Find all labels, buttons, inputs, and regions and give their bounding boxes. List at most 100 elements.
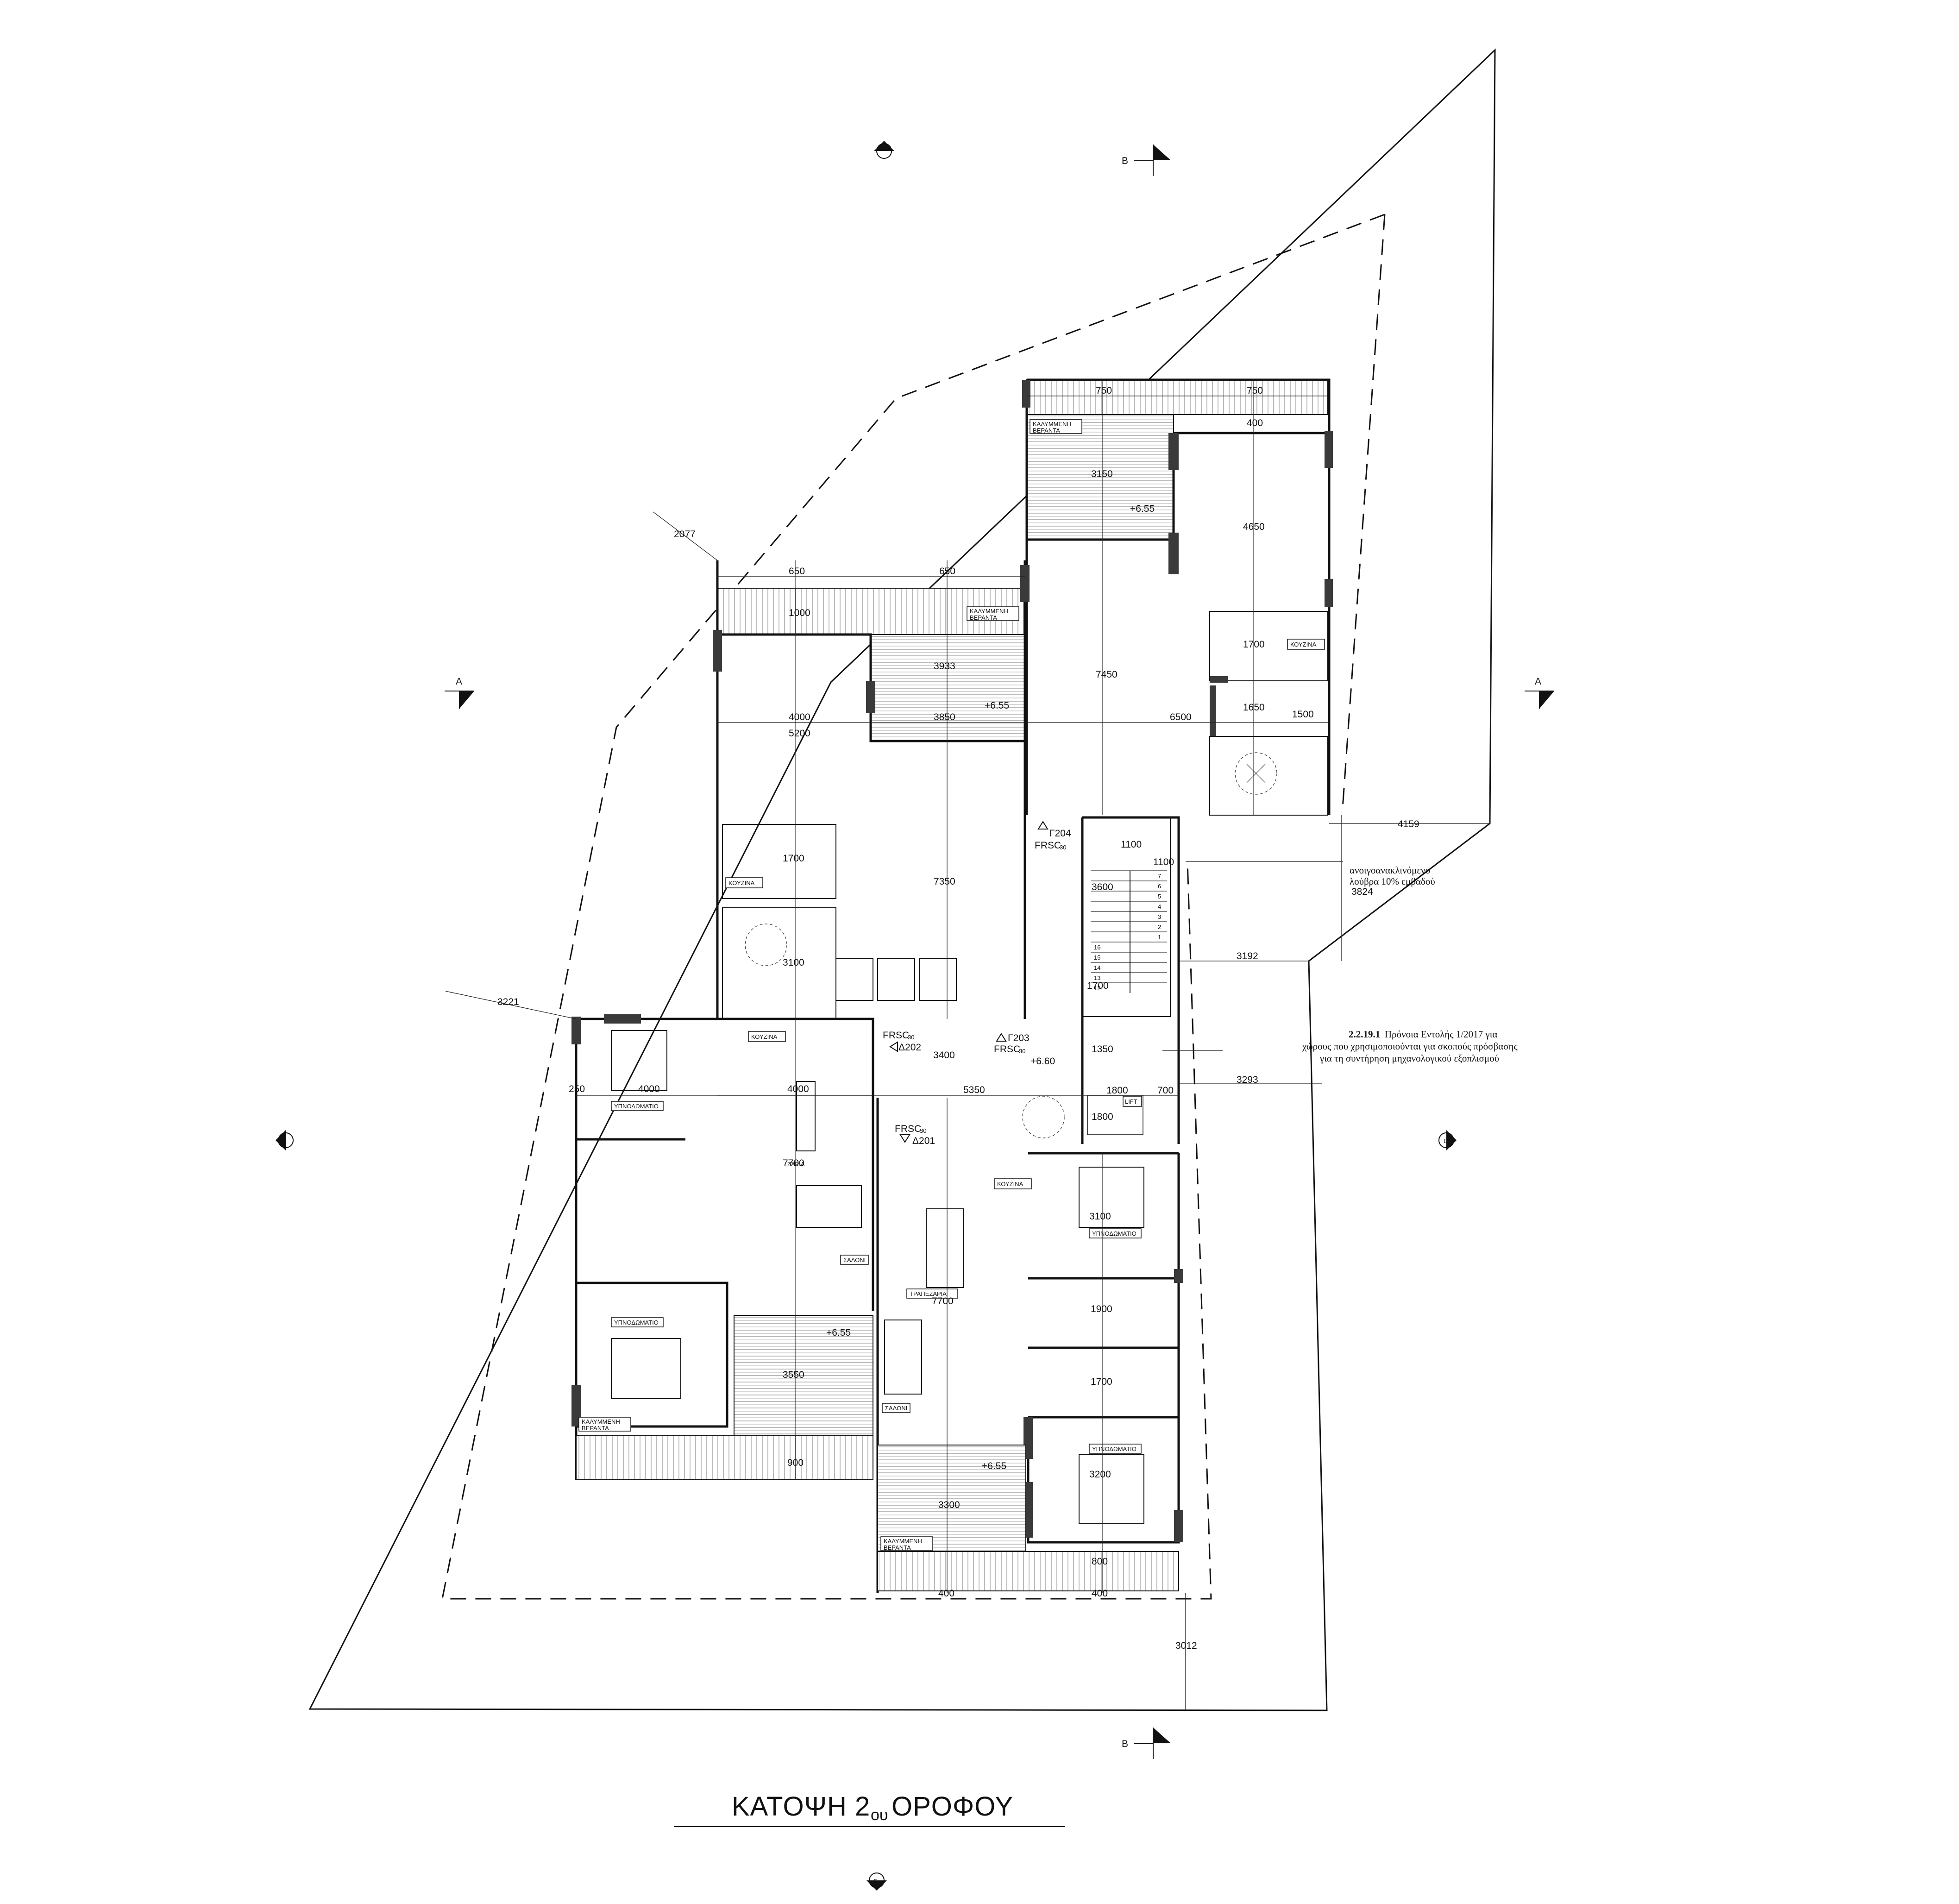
section-label: Γ [874, 1878, 877, 1885]
room-label: ΚΑΛΥΜΜΕΝΗ [1033, 421, 1071, 427]
section-label: Δ [283, 1137, 287, 1144]
dimension: 400 [1092, 1588, 1108, 1599]
stair-step-number: 1 [1158, 934, 1161, 941]
dimension: 1100 [1153, 857, 1174, 867]
setback-line [441, 214, 1385, 1600]
dimension: 1500 [1292, 709, 1314, 720]
dimension: 400 [938, 1588, 954, 1599]
door-rating: 30 [920, 1127, 926, 1134]
dimension: 4650 [1243, 522, 1265, 532]
dimension: 4000 [787, 1084, 809, 1094]
room-label: ΥΠΝΟΔΩΜΑΤΙΟ [1092, 1230, 1136, 1237]
section-label: B [1122, 1739, 1128, 1749]
stair-step-number: 5 [1158, 893, 1161, 900]
level-mark: +6.60 [1030, 1056, 1055, 1067]
stair-step-number: 12 [1094, 985, 1100, 992]
stair-step-number: 2 [1158, 924, 1161, 930]
apartment-se: ΚΑΛΥΜΜΕΝΗ ΒΕΡΑΝΤΑ ΥΠΝΟΔΩΜΑΤΙΟ ΥΠΝΟΔΩΜΑΤΙ… [876, 1098, 1183, 1599]
section-marker-right-b[interactable]: B [1438, 1130, 1457, 1150]
dimension: 3600 [1092, 882, 1113, 892]
door-rating: 30 [1019, 1048, 1025, 1055]
dimension: 5200 [789, 728, 810, 739]
drawing-title: ΚΑΤΟΨΗ 2 ου ΟΡΟΦΟΥ [674, 1791, 1065, 1827]
dimension: 3012 [1175, 1640, 1197, 1651]
section-label: B [1122, 156, 1128, 166]
level-mark: +6.55 [1130, 503, 1155, 514]
dimension: 1000 [789, 608, 810, 618]
dimension: 6500 [1170, 712, 1192, 723]
dimension: 250 [569, 1084, 585, 1094]
dimension: 1700 [1087, 980, 1109, 991]
dimension: 750 [1096, 385, 1112, 396]
door-rating: 30 [908, 1034, 914, 1041]
room-label: ΚΑΛΥΜΜΕΝΗ [582, 1418, 620, 1425]
title-sub: ου [871, 1806, 888, 1824]
room-label: ΚΟΥΖΙΝΑ [751, 1033, 778, 1040]
stair-step-number: 13 [1094, 974, 1100, 981]
note-line: Πρόνοια Εντολής 1/2017 για [1385, 1029, 1497, 1040]
room-label: ΒΕΡΑΝΤΑ [884, 1544, 911, 1551]
note-line: ανοιγοανακλινόμενο [1350, 865, 1430, 876]
level-mark: +6.55 [982, 1461, 1006, 1471]
vent-note: ανοιγοανακλινόμενο λούβρα 10% εμβαδού [1186, 861, 1435, 887]
door-code: Δ201 [912, 1136, 935, 1146]
dimension: 1650 [1243, 702, 1265, 713]
stair-step-number: 14 [1094, 964, 1100, 971]
door-code: Δ202 [898, 1042, 921, 1053]
room-label: ΖΑΡΙΑ [787, 1161, 805, 1168]
room-label: ΥΠΝΟΔΩΜΑΤΙΟ [1092, 1445, 1136, 1452]
dimension: 700 [1157, 1085, 1174, 1096]
fire-door-d201[interactable]: FRSC 30 Δ201 [895, 1124, 935, 1146]
fire-door-g204[interactable]: Γ204 FRSC 30 [1035, 821, 1071, 851]
offset-dimensions: 2077 4159 3824 3192 3293 3221 3012 [445, 511, 1490, 1710]
door-rating: FRSC [1035, 840, 1061, 851]
dimension: 2077 [674, 529, 696, 540]
room-label: ΥΠΝΟΔΩΜΑΤΙΟ [614, 1319, 659, 1326]
dimension: 4000 [789, 712, 810, 723]
apartment-sw: ΚΑΛΥΜΜΕΝΗ ΒΕΡΑΝΤΑ ΥΠΝΟΔΩΜΑΤΙΟ ΥΠΝΟΔΩΜΑΤΙ… [569, 1014, 874, 1480]
door-rating: FRSC [994, 1044, 1020, 1055]
title-end: ΟΡΟΦΟΥ [892, 1791, 1013, 1822]
note-ref: 2.2.19.1 [1349, 1029, 1380, 1040]
room-label: ΚΟΥΖΙΝΑ [728, 880, 755, 886]
apartment-nw: ΚΑΛΥΜΜΕΝΗ ΒΕΡΑΝΤΑ ΚΟΥΖΙΝΑ 650 650 1000 3… [713, 560, 1030, 1019]
level-mark: +6.55 [985, 700, 1009, 711]
dimension: 7700 [783, 1158, 804, 1169]
room-label: ΒΕΡΑΝΤΑ [1033, 427, 1060, 434]
stair-step-number: 6 [1158, 883, 1161, 890]
section-marker-top-b[interactable]: B [1122, 145, 1171, 176]
door-rating: FRSC [883, 1030, 909, 1041]
dimension: 4159 [1398, 819, 1419, 829]
stair-step-number: 15 [1094, 954, 1100, 961]
dimension: 1900 [1091, 1304, 1112, 1314]
provision-note: 2.2.19.1 Πρόνοια Εντολής 1/2017 για χώρο… [1162, 1029, 1518, 1064]
dimension: 3200 [1089, 1469, 1111, 1480]
section-marker-top-a[interactable]: A [874, 141, 894, 159]
section-marker-right-a[interactable]: A [1525, 676, 1554, 709]
dimension: 3192 [1237, 951, 1258, 961]
dimension: 750 [1247, 385, 1263, 396]
fire-door-d202[interactable]: FRSC 30 Δ202 [883, 1030, 921, 1053]
dimension: 1350 [1092, 1044, 1113, 1055]
dimension: 1800 [1106, 1085, 1128, 1096]
dimension: 800 [1092, 1556, 1108, 1567]
dimension: 3850 [934, 712, 955, 723]
dimension: 3400 [933, 1050, 955, 1061]
dimension: 5350 [963, 1085, 985, 1095]
section-marker-left-a[interactable]: A [445, 676, 474, 709]
lift-label: LIFT [1125, 1098, 1137, 1105]
section-label: A [881, 144, 885, 151]
dimension: 1700 [1243, 639, 1265, 650]
dimension: 7350 [934, 876, 955, 887]
room-label: ΚΑΛΥΜΜΕΝΗ [970, 608, 1008, 615]
room-label: ΣΑΛΟΝΙ [843, 1257, 866, 1263]
dimension: 4000 [638, 1084, 660, 1094]
fire-door-g203[interactable]: Γ203 FRSC 30 [994, 1033, 1030, 1055]
title-main: ΚΑΤΟΨΗ 2 [732, 1791, 870, 1822]
dimension: 3221 [497, 997, 519, 1007]
door-rating: 30 [1060, 844, 1066, 851]
section-marker-bottom-b[interactable]: B [1122, 1728, 1171, 1759]
section-marker-bottom-g[interactable]: Γ [866, 1873, 887, 1891]
section-marker-left-d[interactable]: Δ [276, 1130, 294, 1150]
